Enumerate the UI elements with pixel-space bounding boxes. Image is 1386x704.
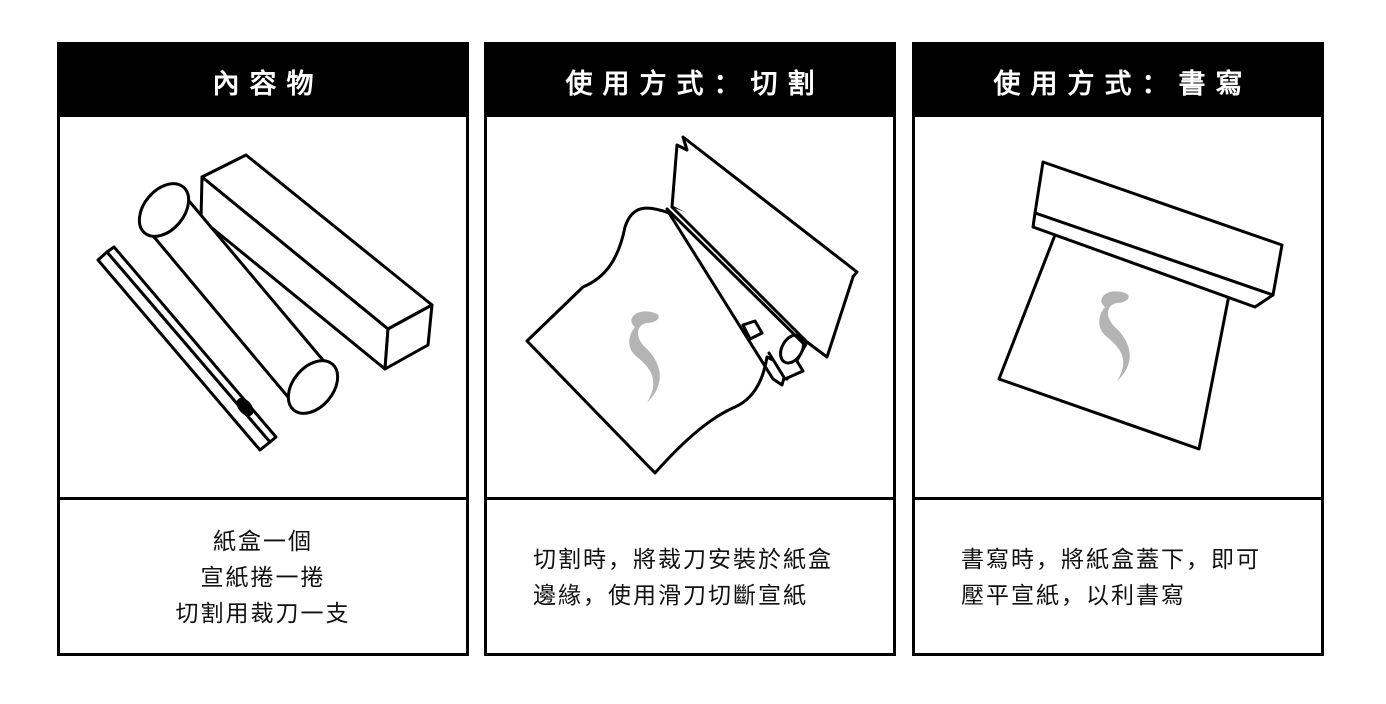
writing-paper-icon bbox=[997, 160, 1284, 451]
illustration-writing bbox=[915, 117, 1321, 500]
panel-title: 使用方式：切割 bbox=[487, 45, 893, 117]
illustration-cutting bbox=[487, 117, 893, 500]
blade-on-box-icon bbox=[741, 319, 805, 381]
cutting-blade-icon bbox=[96, 245, 278, 452]
caption-line: 邊緣，使用滑刀切斷宣紙 bbox=[533, 583, 808, 609]
caption-line: 宣紙捲一捲 bbox=[200, 565, 326, 591]
panel-caption: 書寫時，將紙盒蓋下，即可 壓平宣紙，以利書寫 bbox=[915, 500, 1321, 656]
panel-writing: 使用方式：書寫 書寫時，將紙盒蓋下，即可 壓平宣紙，以利書寫 bbox=[912, 42, 1324, 656]
box-roll-blade-icon bbox=[96, 153, 434, 452]
caption-line: 切割時，將裁刀安裝於紙盒 bbox=[533, 547, 833, 573]
illustration-contents bbox=[60, 117, 466, 500]
panel-caption: 紙盒一個 宣紙捲一捲 切割用裁刀一支 bbox=[60, 500, 466, 656]
brand-mark-icon bbox=[1099, 291, 1130, 381]
panel-title: 使用方式：書寫 bbox=[915, 45, 1321, 117]
caption-line: 切割用裁刀一支 bbox=[175, 601, 351, 627]
panel-contents: 內容物 bbox=[57, 42, 469, 656]
caption-line: 紙盒一個 bbox=[213, 529, 313, 555]
panel-cutting: 使用方式：切割 bbox=[484, 42, 896, 656]
closed-box-icon bbox=[1031, 160, 1284, 309]
paper-roll-icon bbox=[137, 182, 340, 415]
caption-line: 書寫時，將紙盒蓋下，即可 bbox=[961, 547, 1261, 573]
caption-line: 壓平宣紙，以利書寫 bbox=[961, 583, 1186, 609]
panel-title: 內容物 bbox=[60, 45, 466, 117]
cutting-paper-icon bbox=[525, 135, 859, 475]
paper-sheet-icon bbox=[525, 206, 789, 475]
paper-box-icon bbox=[199, 153, 434, 371]
brand-mark-icon bbox=[629, 311, 660, 403]
panel-caption: 切割時，將裁刀安裝於紙盒 邊緣，使用滑刀切斷宣紙 bbox=[487, 500, 893, 656]
